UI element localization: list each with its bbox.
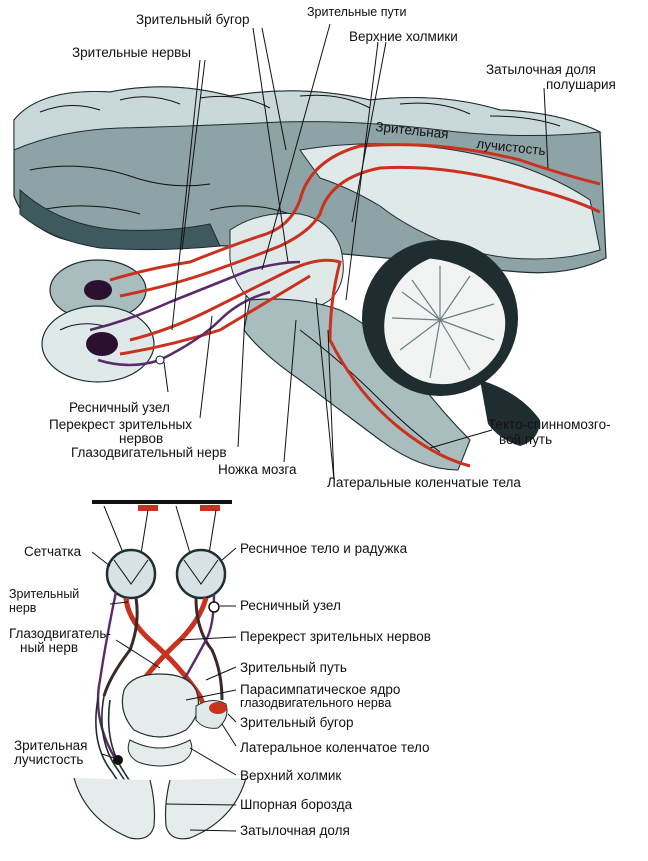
leader-lines-bottom bbox=[91, 547, 237, 832]
label-thalamus-bottom: Зрительный бугор bbox=[240, 715, 353, 730]
label-optic-radiation-2: лучистость bbox=[476, 136, 547, 158]
label-optic-tracts: Зрительные пути bbox=[307, 5, 406, 19]
label-chiasm: Перекрест зрительных нервов bbox=[240, 629, 431, 644]
label-tectospinal-2: вой путь bbox=[499, 432, 552, 447]
labels-top: Зрительный бугор Зрительные пути Зритель… bbox=[49, 5, 616, 490]
labels-bottom: Сетчатка Ресничное тело и радужка Зрител… bbox=[9, 541, 431, 838]
label-calcarine: Шпорная борозда bbox=[240, 797, 353, 812]
ciliary-ganglion-bottom bbox=[208, 601, 220, 613]
cerebellum bbox=[362, 240, 540, 446]
label-parasymp-2: глазодвигательного нерва bbox=[240, 696, 391, 710]
optic-nerves-dark bbox=[102, 597, 224, 701]
eye-left bbox=[105, 548, 157, 600]
optic-pathway-red bbox=[109, 143, 601, 468]
label-optic-tract: Зрительный путь bbox=[240, 660, 347, 675]
label-occipital: Затылочная доля bbox=[240, 823, 350, 838]
eyeball-lower bbox=[41, 305, 155, 383]
label-retina: Сетчатка bbox=[24, 544, 82, 559]
label-oculomotor-nerve: Глазодвигательный нерв bbox=[71, 445, 227, 460]
label-chiasm-1: Перекрест зрительных bbox=[49, 417, 192, 432]
label-cerebral-peduncle: Ножка мозга bbox=[218, 462, 297, 477]
label-chiasm-2: нервов bbox=[119, 431, 163, 446]
label-optic-radiation-b1: Зрительная bbox=[14, 738, 87, 753]
occipital-lobes bbox=[73, 777, 247, 840]
label-oculomotor-2: ный нерв bbox=[20, 640, 78, 655]
label-parasymp-1: Парасимпатическое ядро bbox=[240, 682, 400, 697]
label-ciliary-body: Ресничное тело и радужка bbox=[240, 541, 408, 556]
label-superior-colliculus: Верхний холмик bbox=[240, 768, 341, 783]
ciliary-ganglion-top bbox=[155, 355, 165, 365]
label-optic-nerve-1: Зрительный bbox=[9, 587, 79, 601]
oculomotor-pathway-purple bbox=[89, 260, 301, 367]
label-optic-nerve-2: нерв bbox=[9, 601, 37, 615]
label-oculomotor-1: Глазодвигатель- bbox=[9, 626, 111, 641]
midbrain-block bbox=[121, 673, 228, 767]
label-lateral-geniculate: Латеральные коленчатые тела bbox=[327, 475, 521, 490]
stimulus-right bbox=[200, 505, 220, 511]
stimulus-left bbox=[138, 505, 158, 511]
label-thalamus: Зрительный бугор bbox=[136, 12, 249, 27]
label-optic-nerves: Зрительные нервы bbox=[72, 45, 191, 60]
label-tectospinal-1: Текто-спинномозго- bbox=[488, 417, 611, 432]
label-occipital-lobe-2: полушария bbox=[546, 77, 616, 92]
label-lgb: Латеральное коленчатое тело bbox=[240, 740, 430, 755]
label-ciliary-ganglion-bottom: Ресничный узел bbox=[240, 598, 341, 613]
label-optic-radiation-b2: лучистость bbox=[14, 752, 83, 767]
lateral-geniculate-body bbox=[209, 702, 227, 714]
schematic-pathway bbox=[73, 500, 247, 840]
label-superior-colliculi: Верхние холмики bbox=[349, 29, 458, 44]
brain-sagittal-section bbox=[13, 23, 607, 481]
radiation-node bbox=[113, 755, 123, 765]
leader-lines-top bbox=[163, 23, 549, 481]
label-ciliary-ganglion: Ресничный узел bbox=[69, 400, 170, 415]
label-occipital-lobe-1: Затылочная доля bbox=[486, 62, 596, 77]
eye-right bbox=[175, 548, 227, 600]
